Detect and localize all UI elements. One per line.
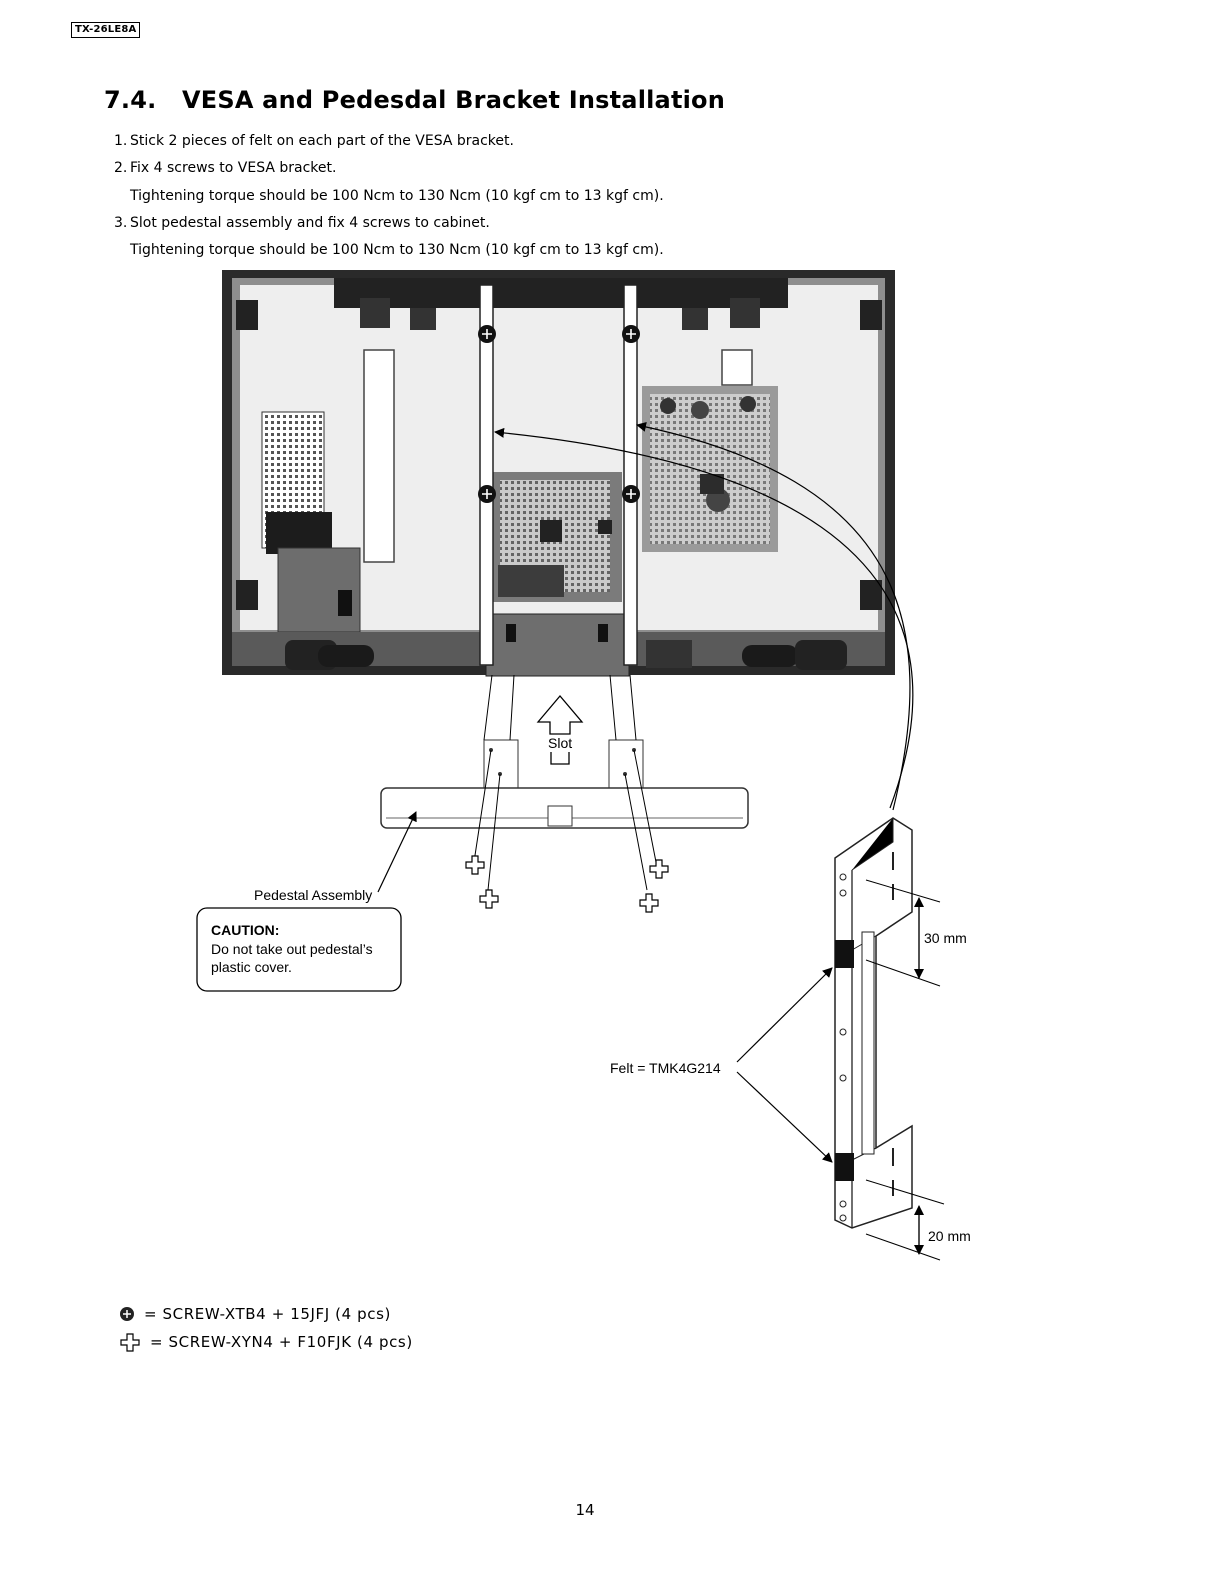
legend-text-xyn4: = SCREW-XYN4 + F10FJK (4 pcs) — [150, 1333, 413, 1351]
caution-line-1: Do not take out pedestal’s — [211, 941, 373, 957]
section-number: 7.4. — [104, 86, 157, 114]
legend-text-xtb4: = SCREW-XTB4 + 15JFJ (4 pcs) — [144, 1305, 391, 1323]
slot-arrow — [536, 694, 584, 765]
instruction-steps: 1.Stick 2 pieces of felt on each part of… — [114, 128, 664, 264]
page-number: 14 — [575, 1501, 595, 1519]
step-text: Stick 2 pieces of felt on each part of t… — [130, 133, 514, 149]
step-number: 3. — [114, 214, 128, 231]
screw-xtb4-icon — [622, 485, 640, 503]
dimension-30mm — [865, 879, 941, 987]
step-3: 3.Slot pedestal assembly and fix 4 screw… — [114, 210, 664, 237]
screw-xtb4-icon — [478, 325, 496, 343]
tv-rear-panel — [222, 270, 895, 677]
section-title-text: VESA and Pedesdal Bracket Installation — [182, 86, 726, 114]
section-title: 7.4. VESA and Pedesdal Bracket Installati… — [104, 86, 725, 114]
caution-line-2: plastic cover. — [211, 959, 292, 975]
step-text: Slot pedestal assembly and fix 4 screws … — [130, 214, 490, 231]
installation-figure: Slot Pedestal Assembly CAUTION: Do not t… — [190, 265, 990, 1279]
screw-xtb4-icon — [478, 485, 496, 503]
screw-legend: = SCREW-XTB4 + 15JFJ (4 pcs) = SCREW-XYN… — [118, 1300, 413, 1356]
screw-xyn4-icon — [120, 1333, 140, 1352]
model-tag: TX-26LE8A — [71, 22, 141, 38]
legend-row-xyn4: = SCREW-XYN4 + F10FJK (4 pcs) — [118, 1328, 413, 1356]
screw-xtb4-icon — [622, 325, 640, 343]
vesa-bracket-right — [623, 284, 638, 666]
vesa-bracket-detail — [834, 817, 913, 1229]
screw-xtb4-icon — [120, 1307, 134, 1321]
caution-title: CAUTION: — [211, 922, 279, 938]
step-number: 2. — [114, 160, 128, 177]
step-3-note: Tightening torque should be 100 Ncm to 1… — [114, 237, 664, 264]
pedestal-label: Pedestal Assembly — [254, 887, 372, 903]
screw-xyn4-icon — [479, 889, 499, 909]
caution-box — [196, 907, 402, 992]
pedestal-assembly — [380, 739, 749, 829]
vesa-bracket-left — [479, 284, 494, 666]
step-text: Tightening torque should be 100 Ncm to 1… — [130, 187, 664, 204]
dimension-30mm-label: 30 mm — [924, 930, 967, 946]
screw-xyn4-icon — [639, 893, 659, 913]
step-2-note: Tightening torque should be 100 Ncm to 1… — [114, 183, 664, 210]
step-1: 1.Stick 2 pieces of felt on each part of… — [114, 128, 664, 155]
step-text: Fix 4 screws to VESA bracket. — [130, 160, 337, 177]
screw-xyn4-icon — [465, 855, 485, 875]
step-2: 2.Fix 4 screws to VESA bracket. — [114, 155, 664, 182]
dimension-20mm — [865, 1179, 945, 1261]
felt-label: Felt = TMK4G214 — [610, 1060, 721, 1076]
step-number: 1. — [114, 133, 128, 149]
slot-label: Slot — [548, 735, 572, 751]
legend-row-xtb4: = SCREW-XTB4 + 15JFJ (4 pcs) — [118, 1300, 413, 1328]
screw-xyn4-icon — [649, 859, 669, 879]
dimension-20mm-label: 20 mm — [928, 1228, 971, 1244]
step-text: Tightening torque should be 100 Ncm to 1… — [130, 242, 664, 259]
